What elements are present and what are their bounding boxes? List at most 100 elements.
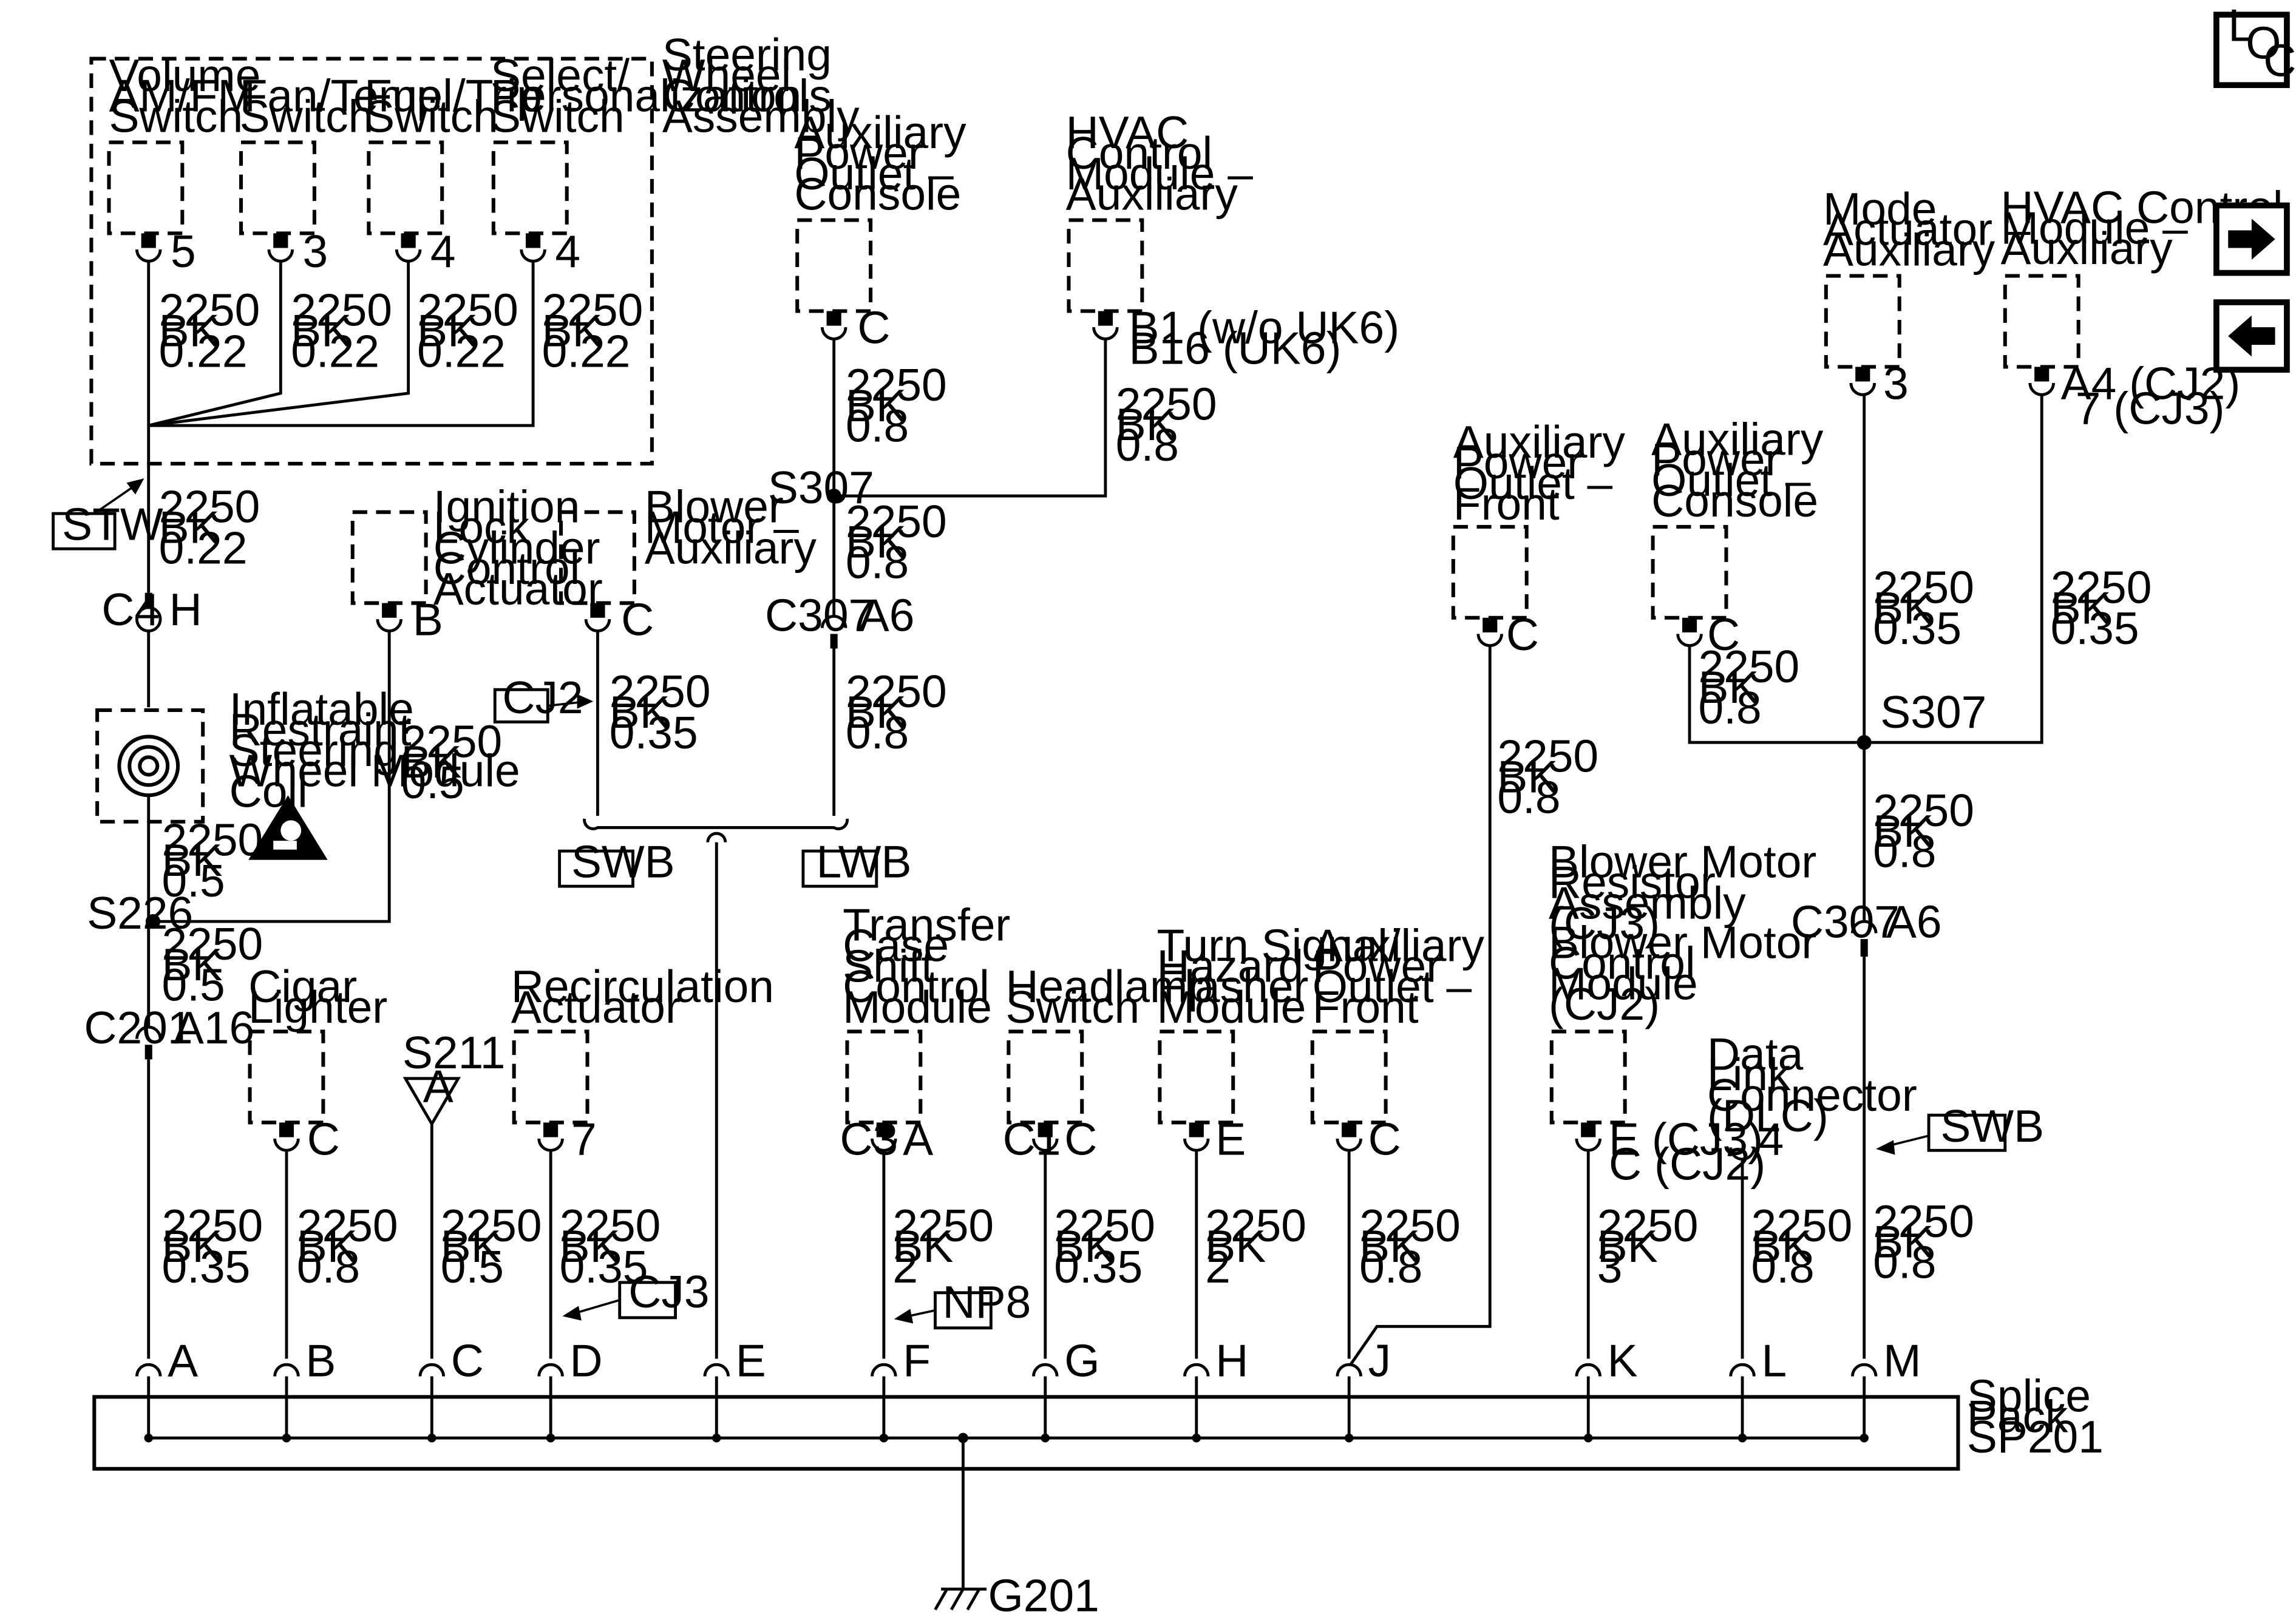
svg-text:2250: 2250 xyxy=(417,285,518,336)
cj3-tag: CJ3 xyxy=(562,1266,709,1321)
svg-text:Actuator –: Actuator – xyxy=(1823,204,2031,255)
cj2-tag: CJ2 xyxy=(493,672,594,724)
svg-text:Splice: Splice xyxy=(1967,1371,2091,1422)
svg-text:Hazard: Hazard xyxy=(1157,940,1304,991)
svg-text:2250: 2250 xyxy=(846,666,947,717)
splice-pin-a: A xyxy=(135,1335,198,1443)
svg-text:2250: 2250 xyxy=(846,496,947,547)
svg-text:BK: BK xyxy=(1873,582,1934,633)
prev-page-button[interactable] xyxy=(2213,299,2290,373)
svg-text:0.5: 0.5 xyxy=(161,855,225,906)
svg-text:Outlet –: Outlet – xyxy=(1313,961,1472,1012)
headlamp-switch: Headlamp Switch C1 C 2250 BK 0.35 xyxy=(1003,961,1213,1359)
auxiliary-power-outlet-console-top: Auxiliary Power Outlet – Console C 2250 … xyxy=(794,107,966,617)
svg-text:Shift: Shift xyxy=(843,940,934,991)
svg-text:Console: Console xyxy=(794,169,961,220)
svg-text:Link: Link xyxy=(1707,1049,1791,1100)
connector-c307-left: C307 A6 2250 BK 0.8 xyxy=(765,589,947,816)
svg-text:HVAC: HVAC xyxy=(1066,107,1189,158)
svg-text:C1: C1 xyxy=(1003,1114,1061,1165)
svg-text:0.22: 0.22 xyxy=(291,325,379,376)
svg-text:BK: BK xyxy=(1597,1221,1658,1272)
svg-text:BK: BK xyxy=(892,1221,953,1272)
svg-text:A6: A6 xyxy=(1886,897,1942,947)
svg-text:2: 2 xyxy=(892,1241,918,1292)
splice-s307-left: S307 2250 BK 0.8 xyxy=(768,462,947,588)
svg-text:Auxiliary: Auxiliary xyxy=(645,522,817,573)
svg-text:Resistor: Resistor xyxy=(1549,856,1716,907)
svg-text:4: 4 xyxy=(430,226,456,277)
splice-pin-label: D xyxy=(570,1335,603,1386)
svg-text:Auxiliary: Auxiliary xyxy=(1313,920,1485,971)
svg-text:0.8: 0.8 xyxy=(846,707,909,758)
svg-text:Select/: Select/ xyxy=(491,50,630,101)
svg-text:BK: BK xyxy=(161,939,222,990)
svg-text:(CJ3): (CJ3) xyxy=(1549,898,1660,949)
svg-text:0.5: 0.5 xyxy=(161,960,225,1011)
mode-actuator-auxiliary: Mode Actuator – Auxiliary 3 2250 BK 0.35 xyxy=(1823,183,2031,743)
svg-text:Controls: Controls xyxy=(662,70,832,121)
recirculation-actuator: Recirculation Actuator 7 2250 BK 0.35 xyxy=(511,961,774,1359)
svg-text:2250: 2250 xyxy=(560,1200,661,1251)
splice-s307-right: S307 2250 BK 0.8 xyxy=(1856,686,1986,922)
svg-text:Console: Console xyxy=(1651,475,1818,526)
svg-text:BK: BK xyxy=(846,380,906,431)
svg-text:Auxiliary: Auxiliary xyxy=(2001,223,2173,274)
svg-text:Restraint: Restraint xyxy=(229,704,412,755)
svg-text:Fan/Temp: Fan/Temp xyxy=(240,70,442,121)
next-page-button[interactable] xyxy=(2213,202,2290,276)
fan-temp-switch: Fan/Temp Switch 3 2250 BK 0.22 xyxy=(148,70,442,427)
connector-c307-right: C307 A6 xyxy=(1791,897,1942,1359)
svg-text:Auxiliary: Auxiliary xyxy=(1453,416,1626,467)
svg-text:Outlet –: Outlet – xyxy=(794,148,954,199)
splice-pin-f: F xyxy=(871,1335,931,1443)
swb-tag: SWB xyxy=(558,836,675,888)
svg-text:Front: Front xyxy=(1313,981,1419,1032)
loc-button[interactable]: L O C xyxy=(2213,0,2296,89)
svg-text:E (CJ3): E (CJ3) xyxy=(1609,1114,1763,1165)
svg-text:2250: 2250 xyxy=(2051,562,2152,613)
svg-text:2250: 2250 xyxy=(892,1200,994,1251)
svg-text:Control: Control xyxy=(1066,127,1213,178)
cigar-lighter: Cigar Lighter C 2250 BK 0.8 xyxy=(248,961,398,1359)
splice-pin-k: K xyxy=(1575,1335,1638,1443)
svg-text:Inflatable: Inflatable xyxy=(229,683,414,734)
svg-text:Control: Control xyxy=(1549,937,1696,988)
svg-text:0.8: 0.8 xyxy=(1751,1241,1815,1292)
svg-text:A: A xyxy=(423,1060,453,1111)
svg-text:C307: C307 xyxy=(1791,897,1900,947)
svg-text:BK: BK xyxy=(1751,1221,1812,1272)
svg-text:Wheel: Wheel xyxy=(662,50,791,101)
svg-text:2250: 2250 xyxy=(161,814,263,865)
svg-text:0.8: 0.8 xyxy=(1497,771,1560,822)
svg-text:BK: BK xyxy=(1699,662,1759,713)
svg-text:0.22: 0.22 xyxy=(542,325,631,376)
svg-text:2250: 2250 xyxy=(161,1200,263,1251)
splice-pin-b: B xyxy=(273,1335,336,1443)
svg-text:LWB: LWB xyxy=(817,836,912,887)
data-link-connector: Data Link Connector (DLC) 4 2250 BK 0.8 xyxy=(1707,1028,1917,1359)
arrow-right-icon xyxy=(2228,219,2275,260)
svg-text:0.22: 0.22 xyxy=(159,522,248,573)
svg-text:Steering: Steering xyxy=(662,29,832,80)
svg-text:CJ3: CJ3 xyxy=(628,1266,709,1317)
svg-text:BK: BK xyxy=(542,305,603,356)
svg-text:2250: 2250 xyxy=(1359,1200,1461,1251)
svg-text:Lighter: Lighter xyxy=(248,981,387,1032)
svg-text:A6: A6 xyxy=(859,589,915,640)
svg-text:A: A xyxy=(903,1114,933,1165)
svg-text:0.8: 0.8 xyxy=(297,1241,360,1292)
ground-g201: G201 xyxy=(934,1432,1099,1617)
svg-text:2250: 2250 xyxy=(1497,731,1598,782)
splice-pin-l: L xyxy=(1729,1335,1787,1443)
blower-motor-resistor-control-module: Blower Motor Resistor Assembly (CJ3) Blo… xyxy=(1549,836,1816,1359)
svg-text:BK: BK xyxy=(1116,399,1177,450)
svg-text:BK: BK xyxy=(441,1221,501,1272)
splice-pin-h: H xyxy=(1183,1335,1248,1443)
splice-pin-label: A xyxy=(168,1335,198,1386)
svg-text:0.35: 0.35 xyxy=(2051,603,2139,654)
svg-text:C: C xyxy=(1506,609,1539,660)
svg-text:2250: 2250 xyxy=(610,666,711,717)
